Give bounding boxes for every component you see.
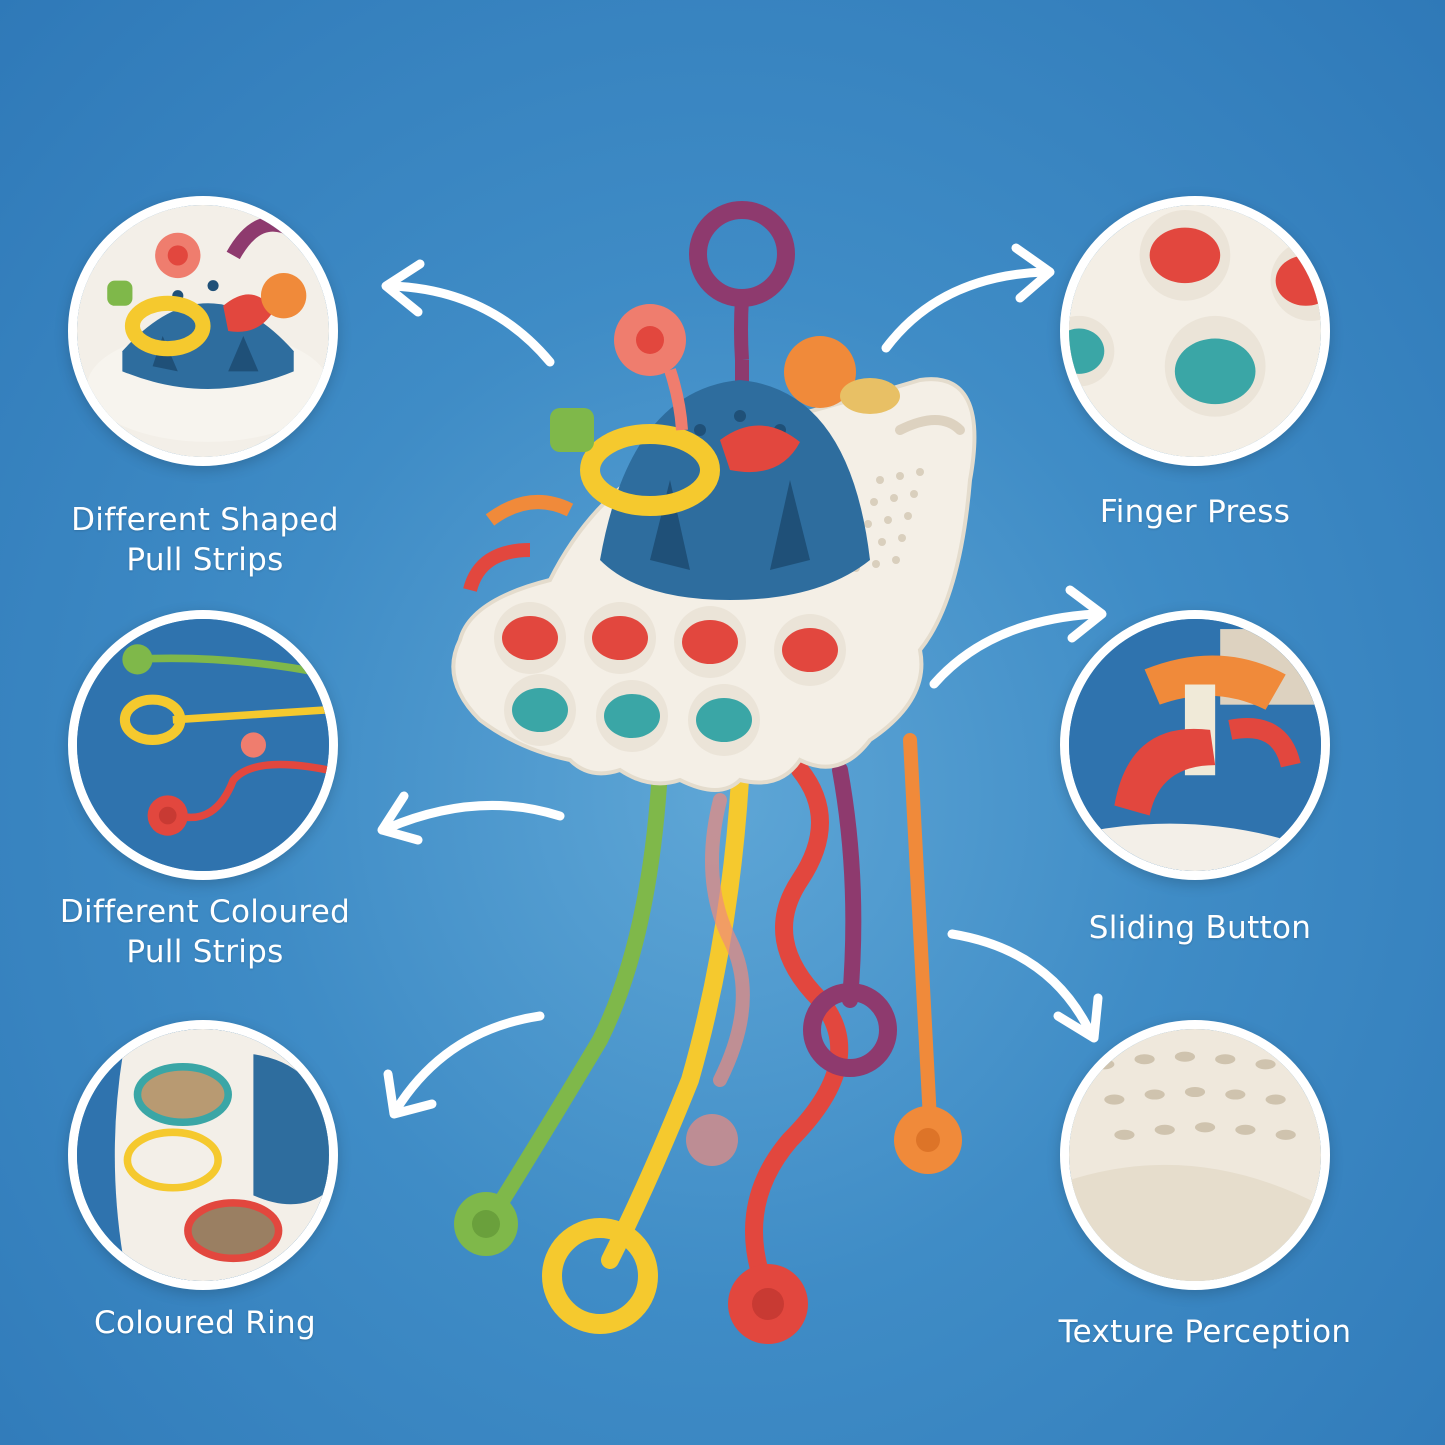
arrow-to-coloured-ring-icon [383, 1011, 545, 1119]
coloured-pull-strips-line1: Different Coloured [59, 894, 351, 930]
sliding-button-label: Sliding Button [1088, 910, 1312, 946]
coloured-ring-label: Coloured Ring [94, 1305, 316, 1341]
shaped-pull-strips-photo [68, 196, 338, 466]
coloured-pull-strips-line2: Pull Strips [126, 934, 284, 970]
sliding-button-photo [1060, 610, 1330, 880]
arrow-to-coloured-strips-icon [377, 791, 565, 845]
shaped-pull-strips-label: Different Shaped Pull Strips [40, 500, 370, 580]
texture-perception-photo [1060, 1020, 1330, 1290]
finger-press-label: Finger Press [1099, 494, 1291, 530]
arrow-to-texture-icon [947, 929, 1103, 1043]
arrow-to-finger-press-icon [881, 243, 1055, 353]
coloured-pull-strips-photo [68, 610, 338, 880]
texture-perception-label: Texture Perception [1058, 1314, 1352, 1350]
shaped-pull-strips-line2: Pull Strips [126, 542, 284, 578]
arrow-to-sliding-button-icon [929, 585, 1107, 689]
coloured-ring-photo [68, 1020, 338, 1290]
shaped-pull-strips-line1: Different Shaped [71, 502, 339, 538]
finger-press-photo [1060, 196, 1330, 466]
ufo-pull-string-toy-illustration [451, 201, 977, 1344]
arrow-to-shaped-strips-icon [381, 259, 555, 367]
coloured-pull-strips-label: Different Coloured Pull Strips [30, 892, 380, 972]
